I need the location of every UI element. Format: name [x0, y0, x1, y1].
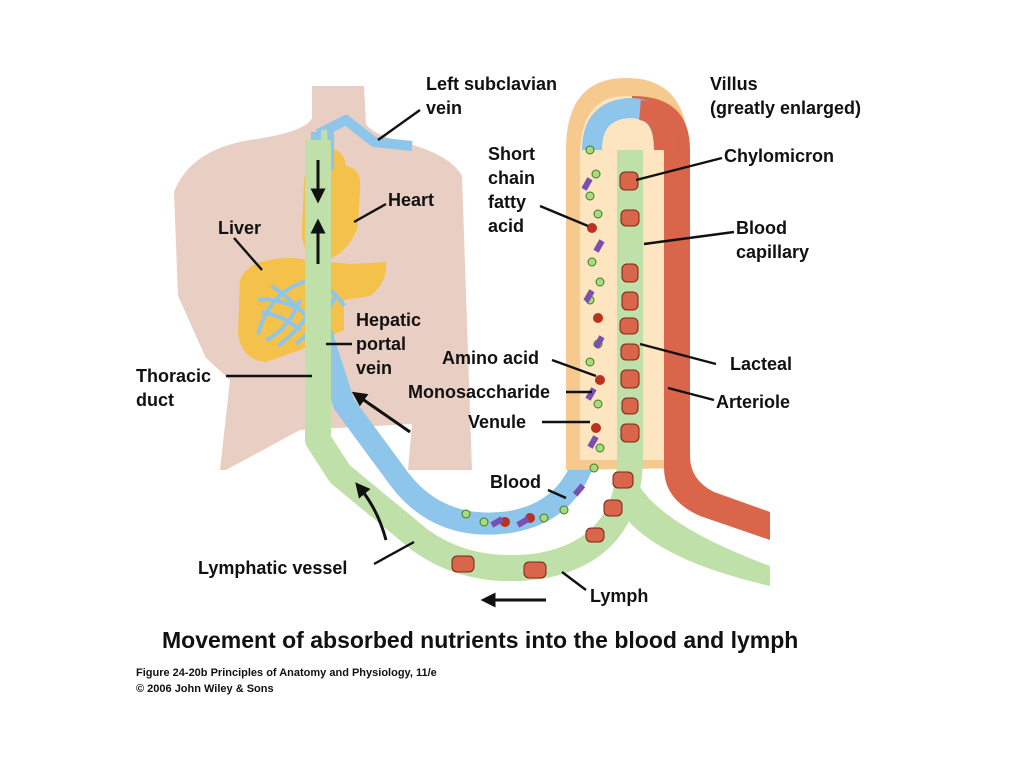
- chylomicron: [619, 317, 639, 335]
- label-hepatic-portal-vein: vein: [356, 358, 392, 378]
- amino-acids: [500, 223, 605, 527]
- label-blood: Blood: [490, 472, 541, 492]
- monosaccharides: [490, 177, 605, 528]
- figure-copyright: © 2006 John Wiley & Sons: [136, 683, 274, 695]
- label-liver: Liver: [218, 218, 261, 238]
- chylomicron: [621, 291, 639, 311]
- label-short-chain-fatty-acid: chain: [488, 168, 535, 188]
- lymph-outflow: [614, 470, 770, 586]
- label-hepatic-portal-vein: Hepatic: [356, 310, 421, 330]
- label-villus: Villus: [710, 74, 758, 94]
- label-venule: Venule: [468, 412, 526, 432]
- label-arteriole: Arteriole: [716, 392, 790, 412]
- chylomicron: [523, 561, 547, 579]
- label-amino-acid: Amino acid: [442, 348, 539, 368]
- label-left-subclavian-vein: Left subclavian: [426, 74, 557, 94]
- label-thoracic-duct: duct: [136, 390, 174, 410]
- label-short-chain-fatty-acid: acid: [488, 216, 524, 236]
- chylomicron: [620, 343, 640, 361]
- chylomicron: [620, 369, 640, 389]
- chylomicron: [619, 171, 639, 191]
- chylomicron: [603, 499, 623, 517]
- chylomicron: [585, 527, 605, 543]
- chylomicron: [620, 209, 640, 227]
- thoracic-duct: [316, 129, 330, 431]
- chylomicron: [621, 263, 639, 283]
- label-chylomicron: Chylomicron: [724, 146, 834, 166]
- flow-arrows: [310, 160, 546, 608]
- label-monosaccharide: Monosaccharide: [408, 382, 550, 402]
- label-short-chain-fatty-acid: Short: [488, 144, 535, 164]
- label-lymphatic-vessel: Lymphatic vessel: [198, 558, 347, 578]
- label-thoracic-duct: Thoracic: [136, 366, 211, 386]
- figure-caption: Figure 24-20b Principles of Anatomy and …: [136, 667, 437, 679]
- labels: Left subclavian vein Villus (greatly enl…: [136, 74, 861, 606]
- label-blood-capillary: capillary: [736, 242, 809, 262]
- label-left-subclavian-vein: vein: [426, 98, 462, 118]
- chylomicron: [451, 555, 475, 573]
- chylomicron: [612, 471, 634, 489]
- chylomicron: [620, 423, 640, 443]
- label-blood-capillary: Blood: [736, 218, 787, 238]
- label-lacteal: Lacteal: [730, 354, 792, 374]
- chylomicron: [621, 397, 639, 415]
- label-villus: (greatly enlarged): [710, 98, 861, 118]
- label-hepatic-portal-vein: portal: [356, 334, 406, 354]
- label-lymph: Lymph: [590, 586, 648, 606]
- figure-title: Movement of absorbed nutrients into the …: [162, 627, 798, 653]
- label-heart: Heart: [388, 190, 434, 210]
- chylomicrons: [451, 171, 640, 579]
- label-short-chain-fatty-acid: fatty: [488, 192, 526, 212]
- leader-lines: [226, 109, 735, 591]
